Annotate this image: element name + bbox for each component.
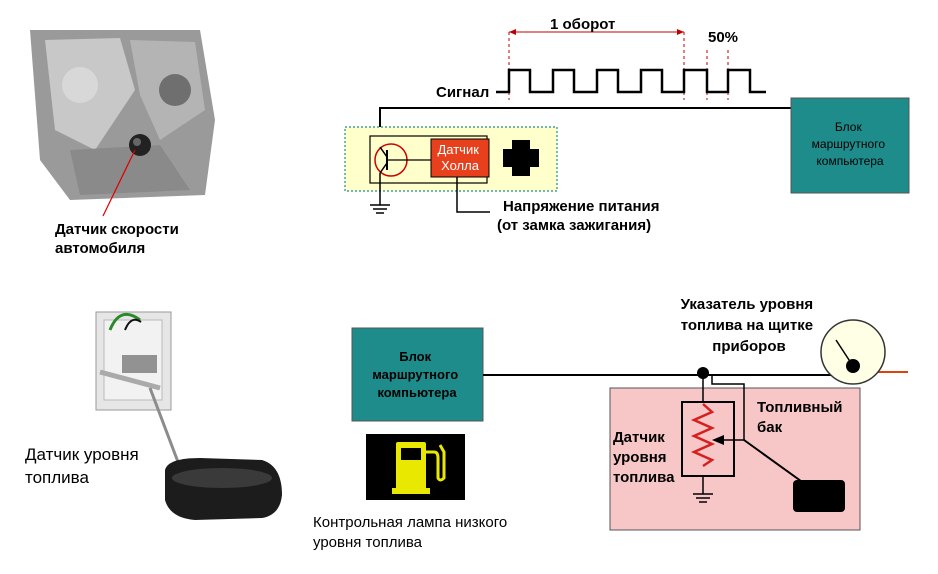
trip-computer-label-top: Блок маршрутного компьютера	[812, 120, 889, 168]
speed-sensor-part	[129, 134, 151, 156]
signal-label: Сигнал	[436, 84, 489, 101]
low-fuel-lamp-label: Контрольная лампа низкого уровня топлива	[313, 514, 511, 551]
fuel-sender-photo-label: Датчик уровня топлива	[25, 445, 143, 487]
speed-sensor-photo-label: Датчик скорости автомобиля	[55, 221, 183, 257]
fuel-tank-label: Топливный бак	[757, 399, 847, 436]
fuel-pump-icon	[392, 442, 446, 494]
wiper-wire	[711, 375, 745, 441]
gearbox-photo	[25, 28, 223, 200]
resistor-icon	[690, 403, 716, 468]
trip-computer-box-bottom	[351, 327, 484, 422]
transistor-icon	[374, 143, 431, 177]
trip-computer-label-bottom: Блок маршрутного компьютера	[372, 349, 462, 400]
duty-label: 50%	[708, 29, 738, 46]
ground-icon	[370, 204, 390, 214]
float-icon	[793, 480, 845, 512]
gauge-icon	[820, 319, 886, 385]
supply-voltage-label: Напряжение питания (от замка зажигания)	[497, 198, 664, 234]
supply-wire	[456, 177, 490, 213]
one-turn-label: 1 оборот	[550, 16, 615, 33]
signal-waveform	[496, 68, 766, 94]
fuel-sender-photo	[95, 311, 282, 520]
magnet-cross-icon	[503, 140, 539, 176]
fuel-level-sensor-label: Датчик уровня топлива	[613, 429, 675, 486]
hall-sensor-box	[430, 138, 490, 178]
hall-sensor-label: Датчик Холла	[437, 142, 482, 173]
speed-sensor-pointer	[102, 149, 136, 217]
gauge-label: Указатель уровня топлива на щитке прибор…	[681, 296, 818, 355]
fuel-ground-icon	[693, 493, 713, 503]
trip-computer-box-top	[790, 97, 910, 194]
